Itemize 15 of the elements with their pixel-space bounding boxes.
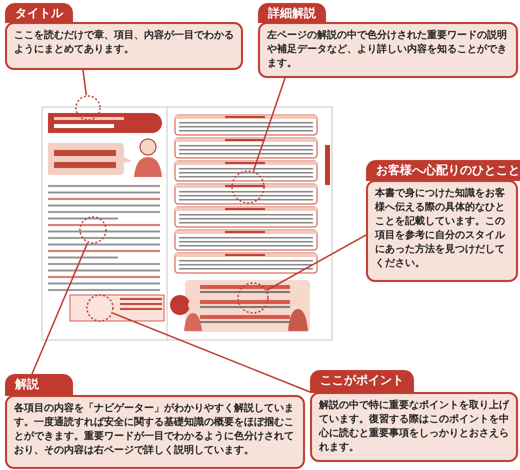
callout-box: 左ページの解説の中で色分けされた重要ワードの説明や補足データなど、より詳しい内容を知ることができます。 xyxy=(258,22,518,78)
callout-box: 本書で身につけた知識をお客様へ伝える際の具体的なひとことを記載しています。この項目を参考に自分のスタイルにあった方法を見つけだしてください。 xyxy=(366,180,518,282)
leader-line xyxy=(31,242,88,374)
leader-line xyxy=(266,234,366,291)
heading-tab: ここがポイント xyxy=(310,370,414,393)
heading-tab: 詳細解説 xyxy=(258,3,326,23)
heading-tab: お客様へ心配りのひとこと xyxy=(366,160,520,181)
leader-line xyxy=(112,312,310,393)
leader-line xyxy=(252,78,286,172)
heading-tab: タイトル xyxy=(5,3,73,23)
heading-tab: 解説 xyxy=(5,374,73,396)
callout-box: 各項目の内容を「ナビゲーター」がわかりやすく解説しています。一度通読すれば安全に関する基礎知識の概要をほぼ掴むことができます。重要ワードが一目でわかるように色分けされており、その内容は右ページで詳しく説明しています。 xyxy=(5,395,305,469)
leader-line xyxy=(82,70,88,96)
callout-box: ここを読むだけで章、項目、内容が一目でわかるようにまとめてあります。 xyxy=(5,22,243,70)
callout-box: 解説の中で特に重要なポイントを取り上げています。復習する際はこのポイントを中心に読むと重要事項をしっかりとおさえられます。 xyxy=(310,392,518,462)
